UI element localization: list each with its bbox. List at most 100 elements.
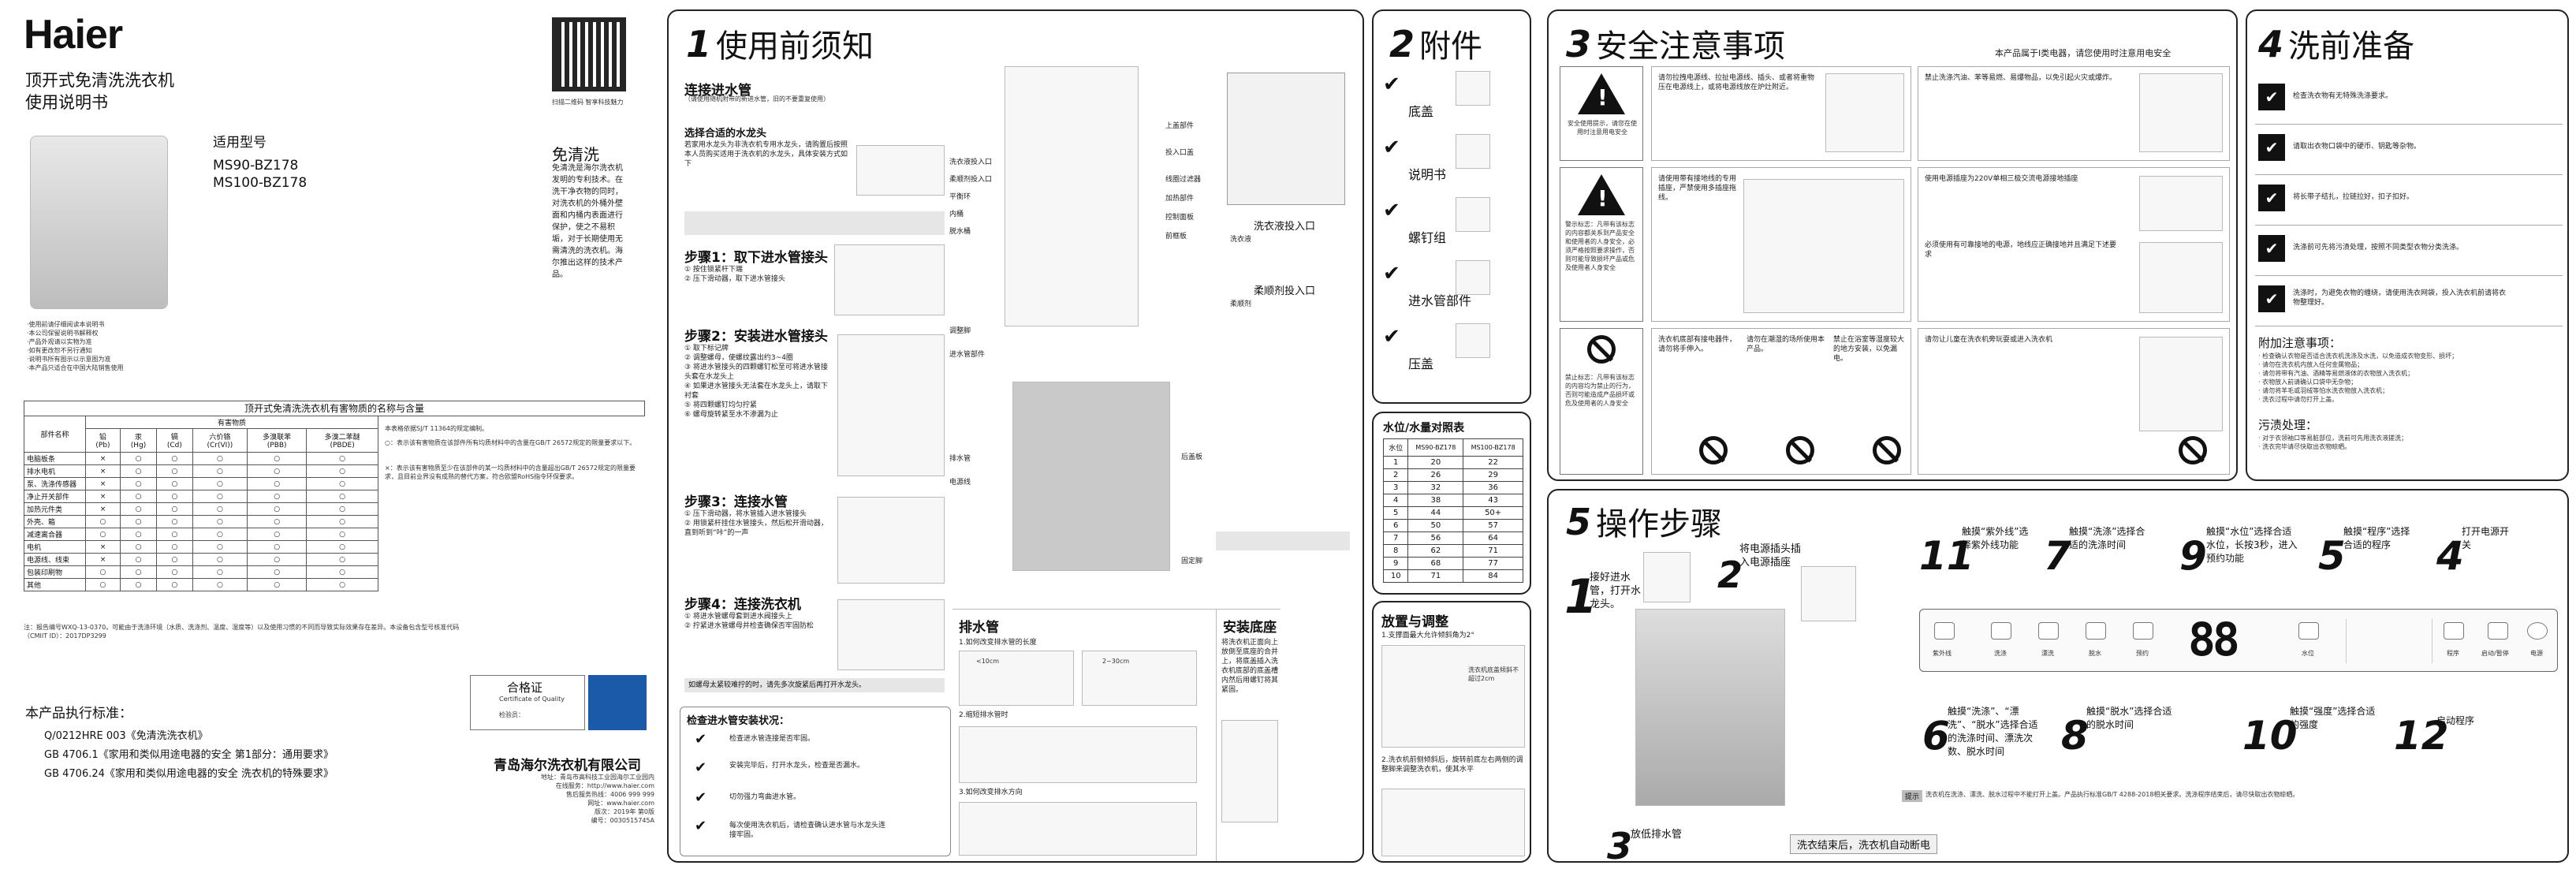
install-check-box: 检查进水管安装状况： 检查进水管连接是否牢固。 安装完毕后，打开水龙头，检查是否… <box>680 707 951 856</box>
uv-button[interactable] <box>1934 622 1955 640</box>
wl-col-level: 水位 <box>1382 438 1409 457</box>
cover: Haier 顶开式免清洗洗衣机 使用说明书 适用型号 MS90-BZ178 MS… <box>0 0 654 869</box>
check-icon: ✔ <box>695 818 707 834</box>
rohs-cell: ○ <box>156 490 193 503</box>
drain-box: 排水管 1.如何改变排水管的长度 <10cm 2~30cm 2.缩短排水管时 3… <box>952 609 1216 861</box>
company-info-line: 网址：www.haier.com <box>587 800 654 807</box>
company-info-line: 在线服务：http://www.haier.com <box>555 782 654 789</box>
schedule-button[interactable] <box>2133 622 2153 640</box>
rinse-button[interactable] <box>2038 622 2059 640</box>
detergent-box: 洗衣液投入口 洗衣液 <box>1227 214 1345 278</box>
wl-cell: 22 <box>1463 456 1523 469</box>
rohs-cell: ○ <box>192 540 248 554</box>
attention-item: · 衣物放入前请确认口袋中无杂物； <box>2258 379 2358 386</box>
cert-sub: Certificate of Quality <box>499 696 565 703</box>
step2-item: ③ 将进水管接头的四颗螺钉松至可将进水管接头套在水龙头上 <box>684 364 828 381</box>
prep-text: 检查洗衣物有无特殊洗涤要求。 <box>2293 92 2393 100</box>
wl-col-m2: MS100-BZ178 <box>1463 438 1523 457</box>
water-level-button[interactable] <box>2298 622 2319 640</box>
part-label: 内桶 <box>949 211 964 218</box>
socket-image <box>1801 566 1856 621</box>
accessory-label: 进水管部件 <box>1408 293 1472 308</box>
wash-button[interactable] <box>1991 622 2011 640</box>
washer-ground-image <box>1743 179 1904 313</box>
wl-cell: 4 <box>1382 494 1409 507</box>
part-label: 固定脚 <box>1181 558 1203 565</box>
rohs-cell: ○ <box>156 515 193 528</box>
start-pause-button[interactable] <box>2488 622 2508 640</box>
step-text: 触摸“强度”选择合适的强度 <box>2290 706 2376 730</box>
spin-button[interactable] <box>2086 622 2106 640</box>
rohs-cell: ○ <box>119 553 158 566</box>
check-icon: ✔ <box>2258 84 2285 110</box>
wl-cell: 68 <box>1407 557 1464 570</box>
cert-seal <box>588 675 647 730</box>
wl-cell: 6 <box>1382 519 1409 532</box>
program-button[interactable] <box>2444 622 2464 640</box>
rohs-part-name: 净止开关部件 <box>24 490 86 503</box>
part-label: 平衡环 <box>949 193 971 201</box>
wl-cell: 2 <box>1382 468 1409 482</box>
part-label: 排水管 <box>949 455 971 463</box>
step2-item: ② 调整螺母，使螺纹露出约3~4圈 <box>684 354 793 362</box>
fire-image <box>2139 73 2223 152</box>
step-text: 触摸“程序”选择合适的程序 <box>2343 526 2410 550</box>
safety-item-text: 洗衣机底部有接电器件，请勿将手伸入。 <box>1658 336 1737 353</box>
prep-item: ✔ 洗涤前可先将污渍处理，按照不同类型衣物分类洗涤。 <box>2255 230 2563 276</box>
faucet-note <box>684 211 945 235</box>
rohs-cell: ○ <box>306 528 378 541</box>
drain-length-1: <10cm <box>976 658 1000 665</box>
rohs-cell: ○ <box>119 502 158 516</box>
rohs-cell: ○ <box>119 452 158 465</box>
wl-cell: 43 <box>1463 494 1523 507</box>
inlet-hose-image <box>1456 260 1490 295</box>
operation-note: 洗衣机在洗涤、漂洗、脱水过程中不能打开上盖。产品执行标准GB/T 4288-20… <box>1925 791 2299 798</box>
wl-cell: 36 <box>1463 481 1523 494</box>
rohs-cell: ○ <box>306 540 378 554</box>
part-label: 前框板 <box>1165 233 1187 241</box>
softener-title: 柔顺剂投入口 <box>1254 285 1316 297</box>
rohs-cell: ○ <box>119 578 158 591</box>
accessory: ✔ 说明书 <box>1380 129 1490 191</box>
rohs-row: 包装印刷物○○○○○○ <box>24 565 378 579</box>
prohibited-icon <box>1699 436 1728 464</box>
check-icon: ✔ <box>1383 199 1400 222</box>
rohs-cell: ○ <box>156 464 193 478</box>
part-label: 控制面板 <box>1165 214 1195 222</box>
part-label: 脱水桶 <box>949 228 971 236</box>
rohs-row: 净止开关部件×○○○○○ <box>24 490 378 503</box>
parts-left-labels: 洗衣液投入口 柔顺剂投入口 平衡环 内桶 脱水桶 <box>949 158 1005 237</box>
part-label: 投入口盖 <box>1165 149 1195 157</box>
tip-label: 提示 <box>1902 790 1923 802</box>
dirt-list: · 对于衣领袖口等易脏部位，洗前可先用洗衣液搓洗； · 洗衣完毕请尽快取出衣物晾… <box>2258 434 2561 451</box>
check-icon: ✔ <box>1383 136 1400 159</box>
power-button[interactable] <box>2527 622 2548 640</box>
install-check-title: 检查进水管安装状况： <box>687 715 790 727</box>
children-image <box>2139 337 2223 431</box>
check-icon: ✔ <box>2258 285 2285 312</box>
plug-image <box>1825 73 1904 152</box>
base-text: 将洗衣机正面向上放倒至底座的合并上，将底盖插入洗衣机底部的底盖槽内然后用螺钉将其… <box>1221 639 1279 694</box>
safety-item: 禁止洗涤汽油、苯等易燃、易爆物品，以免引起火灾或爆炸。 <box>1918 66 2230 161</box>
prohibited-icon <box>1786 436 1814 464</box>
rohs-row: 减速离合器○○○○○○ <box>24 528 378 541</box>
wl-cell: 44 <box>1407 506 1464 520</box>
step-number: 9 <box>2179 533 2207 579</box>
socket-image <box>2139 176 2223 231</box>
press-cover-image <box>1456 323 1490 358</box>
step-text: 触摸“洗涤”选择合适的洗涤时间 <box>2069 526 2145 550</box>
rohs-part-name: 加热元件类 <box>24 502 86 516</box>
install-check: 每次使用洗衣机后，请检查确认进水管与水龙头连接牢固。 <box>729 822 886 839</box>
program-list <box>2346 619 2432 663</box>
rohs-col: 六价铬 (Cr(VI)) <box>192 428 248 453</box>
choose-faucet: 选择合适的水龙头 <box>684 128 767 140</box>
step4-item: ① 将进水管螺母套到进水阀接头上 <box>684 613 792 621</box>
wl-cell: 71 <box>1407 569 1464 583</box>
step2-items: ① 取下标记牌 ② 调整螺母，使螺纹露出约3~4圈 ③ 将进水管接头的四颗螺钉松… <box>684 344 834 420</box>
